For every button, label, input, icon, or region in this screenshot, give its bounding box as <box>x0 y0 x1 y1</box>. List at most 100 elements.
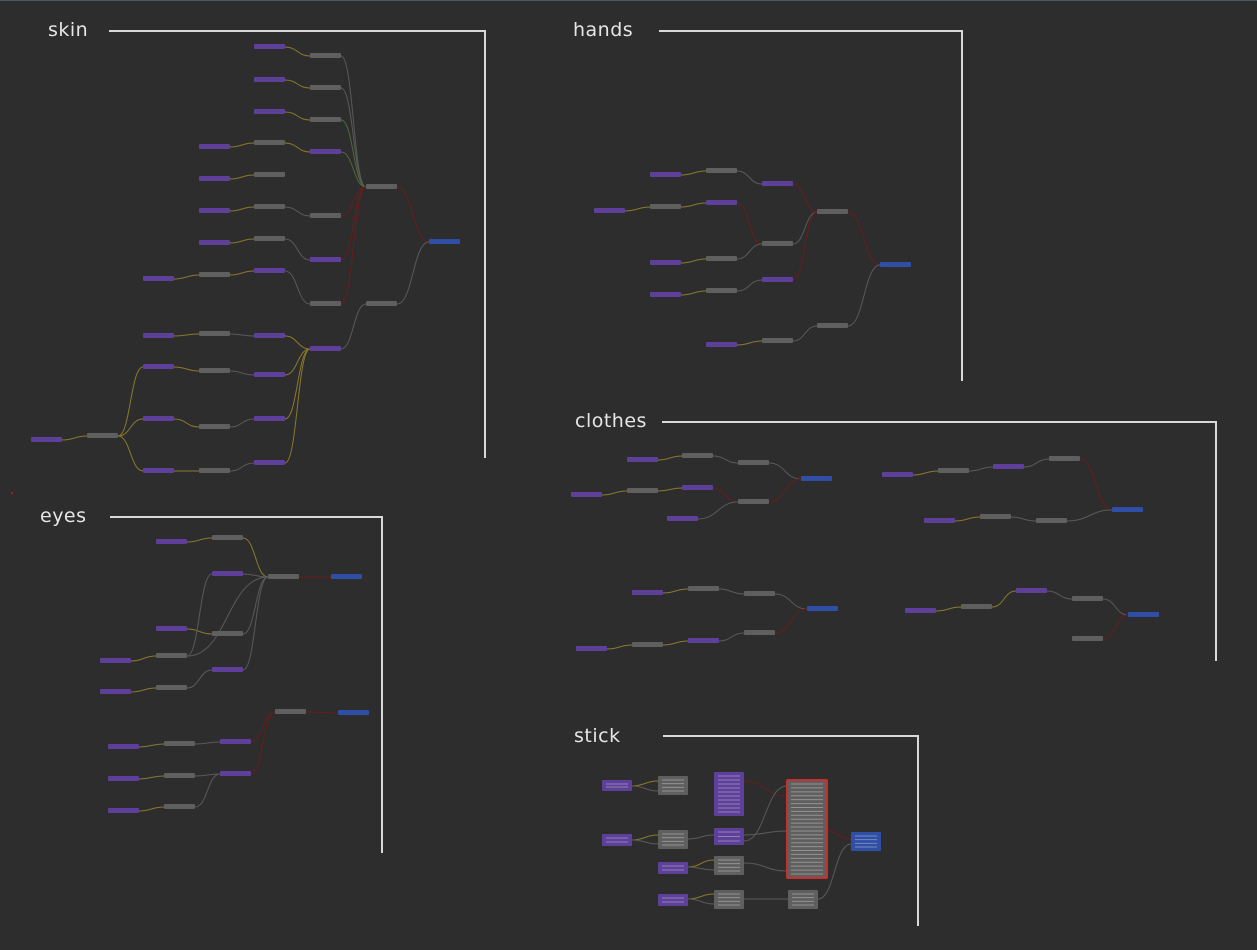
process-node[interactable] <box>738 460 769 465</box>
input-node[interactable] <box>199 144 230 149</box>
frame-title-skin[interactable]: skin <box>48 19 89 41</box>
output-node[interactable] <box>807 606 838 611</box>
process-node[interactable] <box>212 535 243 540</box>
process-node[interactable] <box>682 453 713 458</box>
input-node[interactable] <box>1016 588 1047 593</box>
process-node[interactable] <box>310 117 341 122</box>
process-node[interactable] <box>164 804 195 809</box>
process-node-expanded[interactable] <box>714 856 744 875</box>
frame-title-hands[interactable]: hands <box>573 19 634 41</box>
process-node-expanded[interactable] <box>714 890 744 909</box>
output-node[interactable] <box>331 574 362 579</box>
input-node[interactable] <box>627 457 658 462</box>
output-node[interactable] <box>1112 507 1143 512</box>
input-node[interactable] <box>576 646 607 651</box>
process-node[interactable] <box>817 209 848 214</box>
input-node[interactable] <box>199 240 230 245</box>
input-node[interactable] <box>632 590 663 595</box>
input-node[interactable] <box>143 276 174 281</box>
input-node[interactable] <box>924 518 955 523</box>
input-node[interactable] <box>212 571 243 576</box>
process-node[interactable] <box>366 301 397 306</box>
input-node[interactable] <box>310 149 341 154</box>
input-node[interactable] <box>199 176 230 181</box>
input-node[interactable] <box>254 77 285 82</box>
input-node[interactable] <box>762 181 793 186</box>
input-node[interactable] <box>254 416 285 421</box>
input-node[interactable] <box>682 485 713 490</box>
process-node[interactable] <box>254 172 285 177</box>
input-node[interactable] <box>905 608 936 613</box>
frame-title-eyes[interactable]: eyes <box>40 505 87 527</box>
input-node-expanded[interactable] <box>714 772 744 816</box>
process-node[interactable] <box>156 685 187 690</box>
process-node[interactable] <box>1072 596 1103 601</box>
input-node-expanded[interactable] <box>602 780 632 791</box>
input-node[interactable] <box>108 744 139 749</box>
input-node-expanded[interactable] <box>602 834 632 846</box>
input-node[interactable] <box>143 416 174 421</box>
input-node[interactable] <box>254 372 285 377</box>
input-node[interactable] <box>212 667 243 672</box>
input-node[interactable] <box>108 776 139 781</box>
input-node-expanded[interactable] <box>714 828 744 845</box>
process-node[interactable] <box>212 631 243 636</box>
process-node[interactable] <box>706 256 737 261</box>
input-node[interactable] <box>882 472 913 477</box>
input-node[interactable] <box>650 260 681 265</box>
input-node[interactable] <box>143 468 174 473</box>
process-node[interactable] <box>156 653 187 658</box>
process-node[interactable] <box>199 368 230 373</box>
process-node[interactable] <box>627 488 658 493</box>
input-node[interactable] <box>310 257 341 262</box>
input-node[interactable] <box>706 200 737 205</box>
input-node[interactable] <box>108 808 139 813</box>
input-node[interactable] <box>650 292 681 297</box>
process-node[interactable] <box>310 301 341 306</box>
process-node[interactable] <box>1072 636 1103 641</box>
process-node[interactable] <box>268 574 299 579</box>
process-node[interactable] <box>980 514 1011 519</box>
input-node[interactable] <box>254 109 285 114</box>
process-node-expanded[interactable] <box>788 890 818 909</box>
process-node[interactable] <box>366 184 397 189</box>
input-node[interactable] <box>143 364 174 369</box>
process-node[interactable] <box>961 604 992 609</box>
input-node-expanded[interactable] <box>658 894 688 906</box>
input-node[interactable] <box>310 346 341 351</box>
process-node[interactable] <box>310 85 341 90</box>
frame-title-clothes[interactable]: clothes <box>575 410 647 432</box>
output-node[interactable] <box>801 476 832 481</box>
input-node[interactable] <box>254 44 285 49</box>
process-node[interactable] <box>310 213 341 218</box>
input-node[interactable] <box>220 771 251 776</box>
output-node[interactable] <box>429 239 460 244</box>
process-node[interactable] <box>199 468 230 473</box>
process-node[interactable] <box>744 591 775 596</box>
process-node[interactable] <box>199 272 230 277</box>
process-node[interactable] <box>199 424 230 429</box>
process-node[interactable] <box>275 709 306 714</box>
input-node[interactable] <box>993 464 1024 469</box>
process-node[interactable] <box>762 338 793 343</box>
process-node[interactable] <box>817 323 848 328</box>
input-node[interactable] <box>31 437 62 442</box>
process-node-expanded[interactable] <box>658 830 688 849</box>
input-node[interactable] <box>100 658 131 663</box>
process-node-expanded[interactable] <box>786 779 828 879</box>
process-node[interactable] <box>310 53 341 58</box>
input-node-expanded[interactable] <box>658 862 688 874</box>
input-node[interactable] <box>156 626 187 631</box>
process-node[interactable] <box>87 433 118 438</box>
input-node[interactable] <box>650 172 681 177</box>
process-node[interactable] <box>254 236 285 241</box>
output-node-expanded[interactable] <box>851 832 881 851</box>
process-node[interactable] <box>164 773 195 778</box>
input-node[interactable] <box>156 539 187 544</box>
input-node[interactable] <box>571 492 602 497</box>
input-node[interactable] <box>254 333 285 338</box>
process-node[interactable] <box>164 741 195 746</box>
process-node[interactable] <box>688 586 719 591</box>
process-node[interactable] <box>938 468 969 473</box>
